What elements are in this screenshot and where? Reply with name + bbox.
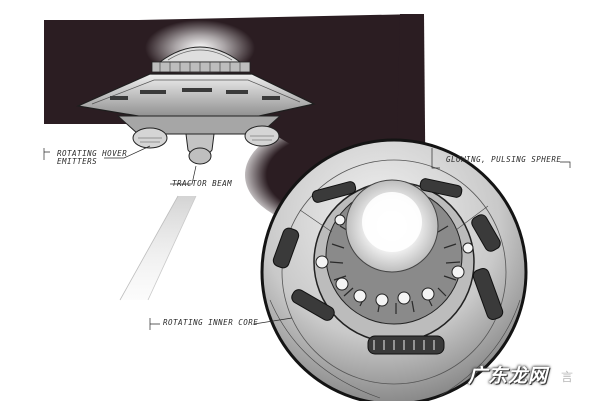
large-saucer: [260, 138, 528, 401]
watermark-suffix: 言: [561, 370, 574, 384]
label-line: ROTATING HOVER: [57, 149, 128, 158]
label-rotating-inner-core: ROTATING INNER CORE: [163, 318, 259, 327]
small-saucer: [75, 20, 316, 165]
label-tractor-beam: TRACTOR BEAM: [172, 179, 233, 188]
tractor-beam: [119, 195, 197, 301]
label-glowing-sphere: GLOWING, PULSING SPHERE: [446, 155, 562, 164]
watermark-logo-text: 广东龙网: [468, 365, 549, 387]
label-rotating-hover-emitters: ROTATING HOVER EMITTERS: [57, 150, 127, 166]
label-line: EMITTERS: [57, 156, 98, 166]
callout-lines: [43, 145, 571, 330]
